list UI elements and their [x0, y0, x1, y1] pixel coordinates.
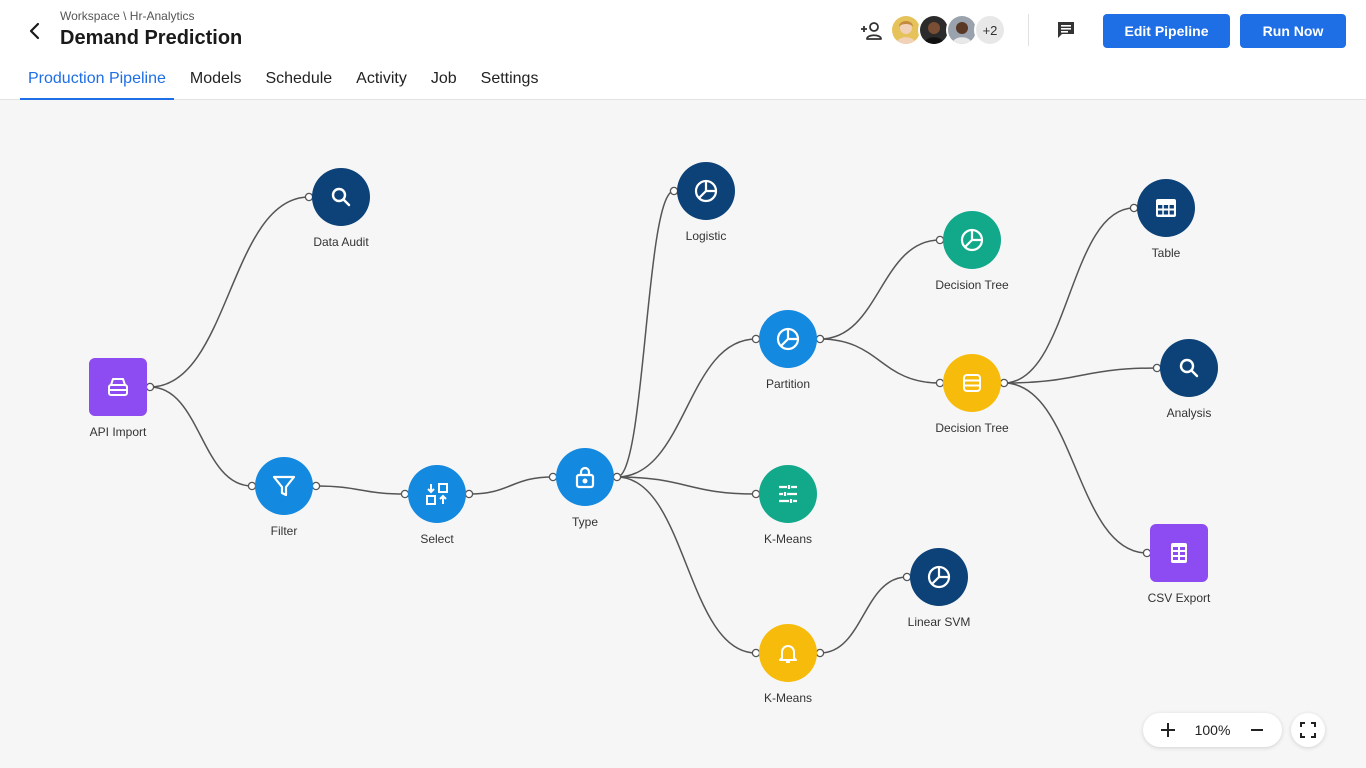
pie-chart-icon	[959, 227, 985, 253]
node-partition-button[interactable]	[759, 310, 817, 368]
more-avatars-badge[interactable]: +2	[974, 14, 1006, 46]
connection-port[interactable]	[815, 648, 825, 658]
tab-schedule[interactable]: Schedule	[265, 70, 333, 87]
edge-decision-tree-2-to-analysis	[1003, 367, 1158, 384]
edge-api-import-to-data-audit	[149, 196, 310, 388]
edge-partition-to-decision-tree-2	[819, 338, 941, 384]
zoom-in-icon[interactable]	[1157, 719, 1179, 741]
avatar[interactable]	[946, 14, 978, 46]
connection-port[interactable]	[999, 378, 1009, 388]
edit-pipeline-button[interactable]: Edit Pipeline	[1103, 14, 1230, 48]
collaborator-avatars[interactable]: +2	[890, 14, 1006, 46]
edge-select-to-type	[468, 476, 554, 495]
lock-icon	[573, 465, 597, 489]
node-label: Analysis	[1166, 406, 1212, 420]
zoom-level: 100%	[1194, 722, 1231, 738]
back-arrow-icon[interactable]	[22, 18, 48, 44]
tab-activity[interactable]: Activity	[356, 70, 407, 87]
add-user-icon[interactable]	[858, 18, 886, 44]
search-icon	[330, 186, 352, 208]
node-label: K-Means	[763, 532, 813, 546]
sliders-icon	[776, 482, 800, 506]
inbox-icon	[106, 375, 130, 399]
node-label: Select	[420, 532, 454, 546]
zoom-out-icon[interactable]	[1246, 719, 1268, 741]
avatar[interactable]	[918, 14, 950, 46]
node-label: Table	[1151, 246, 1181, 260]
select-icon	[424, 481, 450, 507]
node-label: Data Audit	[313, 235, 369, 249]
node-label: Logistic	[685, 229, 727, 243]
bell-icon	[776, 641, 800, 665]
chat-icon[interactable]	[1052, 16, 1080, 44]
tab-models[interactable]: Models	[189, 70, 242, 87]
edge-partition-to-decision-tree-1	[819, 239, 941, 340]
node-label: Type	[571, 515, 598, 529]
edge-decision-tree-2-to-csv-export	[1003, 382, 1148, 554]
header-divider	[1028, 14, 1029, 46]
edge-type-to-kmeans-1	[616, 476, 757, 495]
connection-port[interactable]	[145, 382, 155, 392]
node-label: Decision Tree	[935, 278, 1009, 292]
node-label: Decision Tree	[935, 421, 1009, 435]
node-table-button[interactable]	[1137, 179, 1195, 237]
pie-chart-icon	[693, 178, 719, 204]
node-label: Filter	[270, 524, 298, 538]
edge-type-to-logistic	[616, 190, 675, 478]
spreadsheet-icon	[1167, 541, 1191, 565]
edge-decision-tree-2-to-table	[1003, 207, 1135, 384]
node-decision-tree-2-button[interactable]	[943, 354, 1001, 412]
avatar[interactable]	[890, 14, 922, 46]
node-analysis-button[interactable]	[1160, 339, 1218, 397]
tab-bar: Production Pipeline Models Schedule Acti…	[20, 60, 554, 100]
node-linear-svm-button[interactable]	[910, 548, 968, 606]
node-filter-button[interactable]	[255, 457, 313, 515]
node-label: Partition	[765, 377, 811, 391]
node-data-audit-button[interactable]	[312, 168, 370, 226]
tab-production-pipeline[interactable]: Production Pipeline	[20, 60, 174, 100]
tab-settings[interactable]: Settings	[480, 70, 539, 87]
breadcrumb[interactable]: Workspace \ Hr-Analytics	[60, 9, 195, 23]
database-icon	[960, 371, 984, 395]
edge-filter-to-select	[315, 485, 406, 495]
page-title: Demand Prediction	[60, 27, 243, 49]
edge-kmeans-2-to-linear-svm	[819, 576, 908, 654]
connection-port[interactable]	[311, 481, 321, 491]
node-label: API Import	[89, 425, 147, 439]
edge-type-to-kmeans-2	[616, 476, 757, 654]
node-api-import-button[interactable]	[89, 358, 147, 416]
node-csv-export-button[interactable]	[1150, 524, 1208, 582]
funnel-icon	[271, 473, 297, 499]
connection-port[interactable]	[815, 334, 825, 344]
zoom-control: 100%	[1143, 713, 1282, 747]
node-decision-tree-1-button[interactable]	[943, 211, 1001, 269]
node-kmeans-2-button[interactable]	[759, 624, 817, 682]
node-logistic-button[interactable]	[677, 162, 735, 220]
node-select-button[interactable]	[408, 465, 466, 523]
app-header: Workspace \ Hr-Analytics Demand Predicti…	[0, 0, 1366, 100]
tab-job[interactable]: Job	[430, 70, 457, 87]
pie-chart-icon	[926, 564, 952, 590]
node-label: K-Means	[763, 691, 813, 705]
connection-port[interactable]	[464, 489, 474, 499]
table-icon	[1153, 195, 1179, 221]
edge-type-to-partition	[616, 338, 757, 478]
edge-api-import-to-filter	[149, 386, 253, 487]
run-now-button[interactable]: Run Now	[1240, 14, 1346, 48]
pie-chart-icon	[775, 326, 801, 352]
node-kmeans-1-button[interactable]	[759, 465, 817, 523]
node-label: CSV Export	[1147, 591, 1211, 605]
fullscreen-icon[interactable]	[1291, 713, 1325, 747]
node-type-button[interactable]	[556, 448, 614, 506]
connection-port[interactable]	[612, 472, 622, 482]
search-icon	[1178, 357, 1200, 379]
node-label: Linear SVM	[907, 615, 971, 629]
pipeline-edges	[145, 186, 1162, 658]
